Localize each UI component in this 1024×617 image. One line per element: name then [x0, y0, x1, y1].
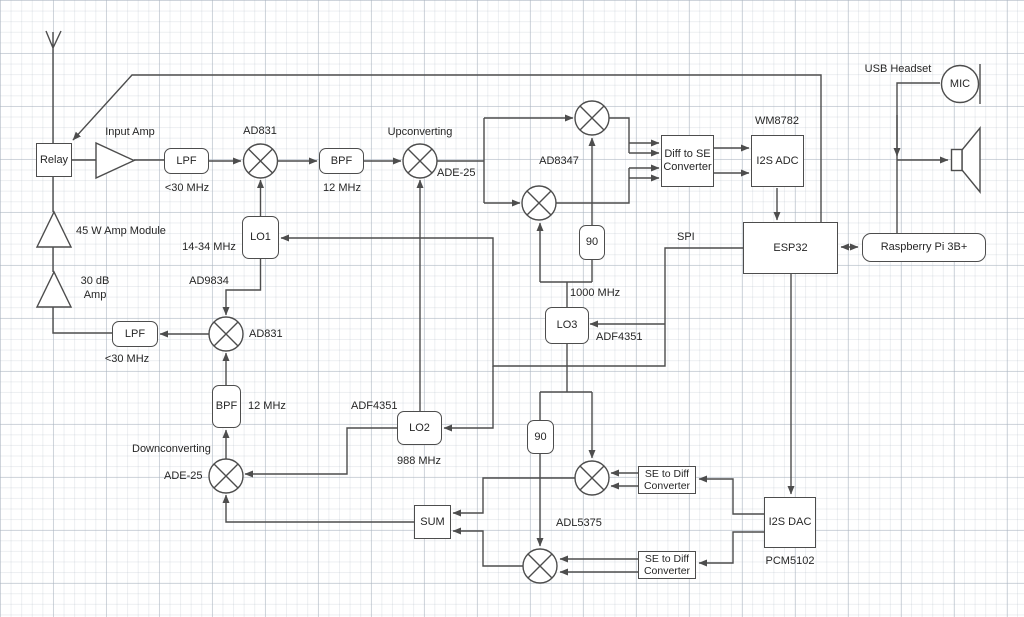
rx-bpf-freq-label: 12 MHz [323, 182, 361, 194]
lo1-freq-chip-label: 14-34 MHz AD9834 [169, 222, 249, 307]
usb-headset-label: USB Headset [864, 63, 932, 75]
speaker-icon [950, 126, 981, 194]
connector-lo3-down-junction [539, 344, 592, 420]
ad8347-label: AD8347 [539, 155, 579, 167]
connector-spi-lo2 [443, 366, 494, 432]
raspberry-pi-box: Raspberry Pi 3B+ [862, 233, 986, 262]
downconverter-chip-label: ADE-25 [164, 470, 203, 482]
connector-8347bot-out [556, 168, 630, 204]
connector-spi-lo1 [280, 234, 743, 367]
mixer-adl5375-i-icon [574, 460, 610, 496]
tx-lpf-box: LPF [112, 321, 158, 347]
tx-bpf-freq-label: 12 MHz [248, 400, 286, 412]
mixer-adl5375-q-icon [522, 548, 558, 584]
mixer-ade25-down-icon [208, 458, 244, 494]
connector-8347top-out [609, 117, 630, 153]
connector-lo1-txmixer [222, 259, 262, 316]
connector-adlbot-sum [452, 527, 523, 567]
i2s-dac-chip-label: PCM5102 [765, 555, 815, 567]
connector-lo2-downmixer [244, 427, 397, 478]
amp-30db-label: 30 dB Amp [80, 275, 110, 301]
connector-lo3-up-junction [540, 260, 593, 307]
downconverting-label: Downconverting [132, 443, 211, 455]
i2s-dac-box: I2S DAC [764, 497, 816, 548]
connectors [45, 30, 981, 576]
input-amp-icon [95, 141, 136, 180]
diff-to-se-box: Diff to SE Converter [661, 135, 714, 187]
connector-dac-sediffi [698, 475, 764, 515]
upconverting-label: Upconverting [387, 126, 453, 138]
mixer-ad831-tx-icon [208, 316, 244, 352]
esp32-box: ESP32 [743, 222, 838, 274]
rx-bpf-box: BPF [319, 148, 364, 174]
wm8782-label: WM8782 [754, 115, 800, 127]
adl5375-label: ADL5375 [556, 517, 602, 529]
sum-box: SUM [414, 505, 451, 539]
amp-45w-icon [35, 210, 73, 248]
lo3-chip-label: ADF4351 [596, 331, 643, 343]
se-to-diff-i-box: SE to Diff Converter [638, 466, 696, 494]
connector-relay-amps-lpf [52, 177, 112, 334]
connector-antenna-relay [45, 30, 62, 143]
connector-dac-sediffq [698, 531, 764, 567]
lo1-freq-label: 14-34 MHz [182, 241, 236, 253]
lo2-chip-label: ADF4351 [351, 400, 398, 412]
phase-90-rx-box: 90 [579, 225, 605, 260]
input-amp-label: Input Amp [105, 126, 155, 138]
mixer-upconverting-icon [402, 143, 438, 179]
lo1-box: LO1 [242, 216, 279, 259]
mic-label: MIC [949, 78, 971, 90]
rx-lpf-box: LPF [164, 148, 209, 174]
mixer-ad8347-q-icon [521, 185, 557, 221]
mixer-ad831-rx-icon [242, 143, 279, 179]
tx-mixer-chip-label: AD831 [249, 328, 283, 340]
lo3-freq-label: 1000 MHz [570, 287, 621, 299]
relay-box: Relay [36, 143, 72, 177]
phase-90-tx-box: 90 [527, 420, 554, 454]
rx-mixer-chip-label: AD831 [243, 125, 277, 137]
upconverter-chip-label: ADE-25 [437, 167, 476, 179]
shapes [35, 64, 981, 584]
lo2-freq-label: 988 MHz [396, 455, 442, 467]
spi-label: SPI [677, 231, 695, 243]
lo3-box: LO3 [545, 307, 589, 344]
tx-lpf-freq-label: <30 MHz [104, 353, 150, 365]
lo2-box: LO2 [397, 411, 442, 445]
connector-esp32-relay [72, 74, 822, 222]
connector-upmixer-split [437, 118, 485, 203]
tx-bpf-box: BPF [212, 385, 241, 428]
connector-sum-downmixer [222, 494, 414, 523]
rx-lpf-freq-label: <30 MHz [164, 182, 210, 194]
se-to-diff-q-box: SE to Diff Converter [638, 551, 696, 579]
amp-45w-label: 45 W Amp Module [76, 225, 166, 237]
connector-adltop-sum [452, 477, 575, 517]
mic-icon [940, 64, 980, 104]
lo1-chip-label: AD9834 [189, 275, 229, 287]
i2s-adc-box: I2S ADC [751, 135, 804, 187]
amp-30db-icon [35, 270, 73, 308]
connector-rpi-mic [896, 82, 940, 233]
mixer-ad8347-i-icon [574, 100, 610, 136]
